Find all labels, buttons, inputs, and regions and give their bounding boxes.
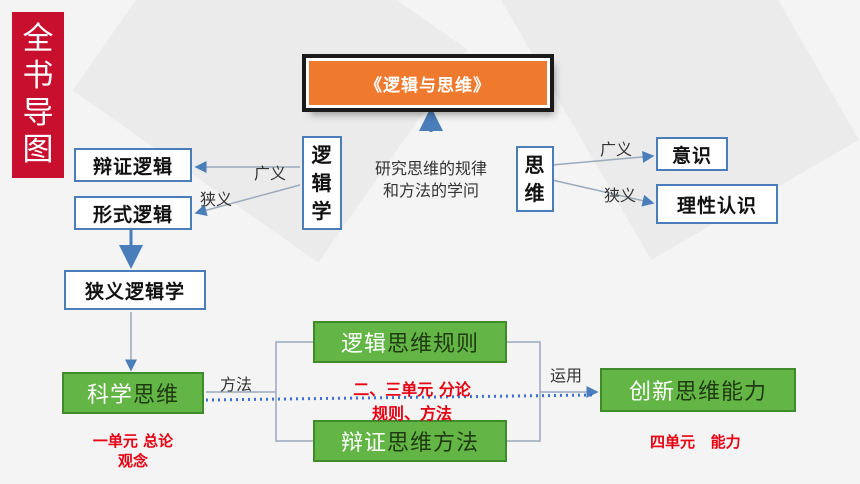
logic-char: 学 — [311, 199, 333, 223]
scientific-thinking-box: 科学思维 — [62, 372, 204, 414]
note-line: 二、三单元 分论 — [353, 380, 471, 399]
box-label: 理性认识 — [676, 194, 757, 217]
box-label-dark: 思维规则 — [387, 332, 480, 357]
label-broad-left: 广义 — [254, 164, 287, 183]
bracket-left — [275, 341, 313, 442]
box-label-dark: 思维 — [133, 383, 180, 408]
dialectic-methods-box: 辩证思维方法 — [313, 420, 507, 462]
note-line: 观念 — [117, 452, 148, 470]
line-narrow-left — [194, 184, 301, 217]
title-box: 《逻辑与思维》 — [306, 58, 550, 108]
note-line: 一单元 总论 — [92, 432, 174, 450]
logic-char: 辑 — [311, 171, 333, 195]
box-label-dark: 思维方法 — [387, 431, 480, 456]
side-title: 全 书 导 图 — [12, 12, 64, 178]
side-title-char: 导 — [22, 95, 54, 131]
note-line: 规则、方法 — [371, 404, 452, 423]
label-narrow-right: 狭义 — [604, 186, 637, 205]
box-label-light: 创新 — [628, 380, 675, 405]
thinking-box: 思 维 — [516, 146, 554, 212]
dialectical-logic-box: 辩证逻辑 — [74, 148, 192, 182]
line-narrow-right — [551, 179, 655, 207]
logic-rules-box: 逻辑思维规则 — [313, 321, 507, 363]
box-label-light: 科学 — [86, 383, 133, 408]
side-title-char: 书 — [22, 58, 54, 94]
box-label-dark: 思维能力 — [675, 380, 768, 405]
label-narrow-left: 狭义 — [200, 190, 233, 209]
unit23-note: 二、三单元 分论 规则、方法 — [322, 378, 502, 426]
thinking-char: 思 — [524, 153, 546, 177]
rational-cognition-box: 理性认识 — [656, 184, 778, 224]
label-method: 方法 — [220, 375, 253, 394]
side-title-char: 图 — [22, 132, 54, 168]
label-apply: 运用 — [550, 366, 583, 385]
line-broad-right — [551, 150, 655, 166]
logic-char: 逻 — [311, 143, 333, 167]
unit1-note: 一单元 总论 观念 — [74, 431, 192, 471]
logic-box: 逻 辑 学 — [302, 136, 342, 230]
box-label: 辩证逻辑 — [92, 155, 173, 178]
logic-definition: 研究思维的规律 和方法的学问 — [350, 158, 512, 202]
unit4-note: 四单元 能力 — [650, 433, 741, 451]
bracket-right — [507, 341, 541, 442]
box-label: 形式逻辑 — [92, 203, 173, 226]
dotted-flow-line — [205, 393, 593, 402]
box-label: 意识 — [671, 144, 712, 167]
innovative-thinking-box: 创新思维能力 — [600, 368, 796, 412]
thinking-char: 维 — [524, 181, 546, 205]
formal-logic-box: 形式逻辑 — [74, 196, 192, 230]
label-broad-right: 广义 — [600, 140, 633, 159]
box-label-light: 辩证 — [340, 431, 387, 456]
narrow-logic-box: 狭义逻辑学 — [64, 270, 206, 310]
definition-line: 和方法的学问 — [382, 181, 479, 200]
definition-line: 研究思维的规律 — [374, 159, 487, 178]
box-label: 狭义逻辑学 — [84, 280, 185, 303]
side-title-char: 全 — [22, 21, 54, 57]
box-label-light: 逻辑 — [340, 332, 387, 357]
title-text: 《逻辑与思维》 — [365, 75, 491, 96]
consciousness-box: 意识 — [656, 137, 728, 171]
